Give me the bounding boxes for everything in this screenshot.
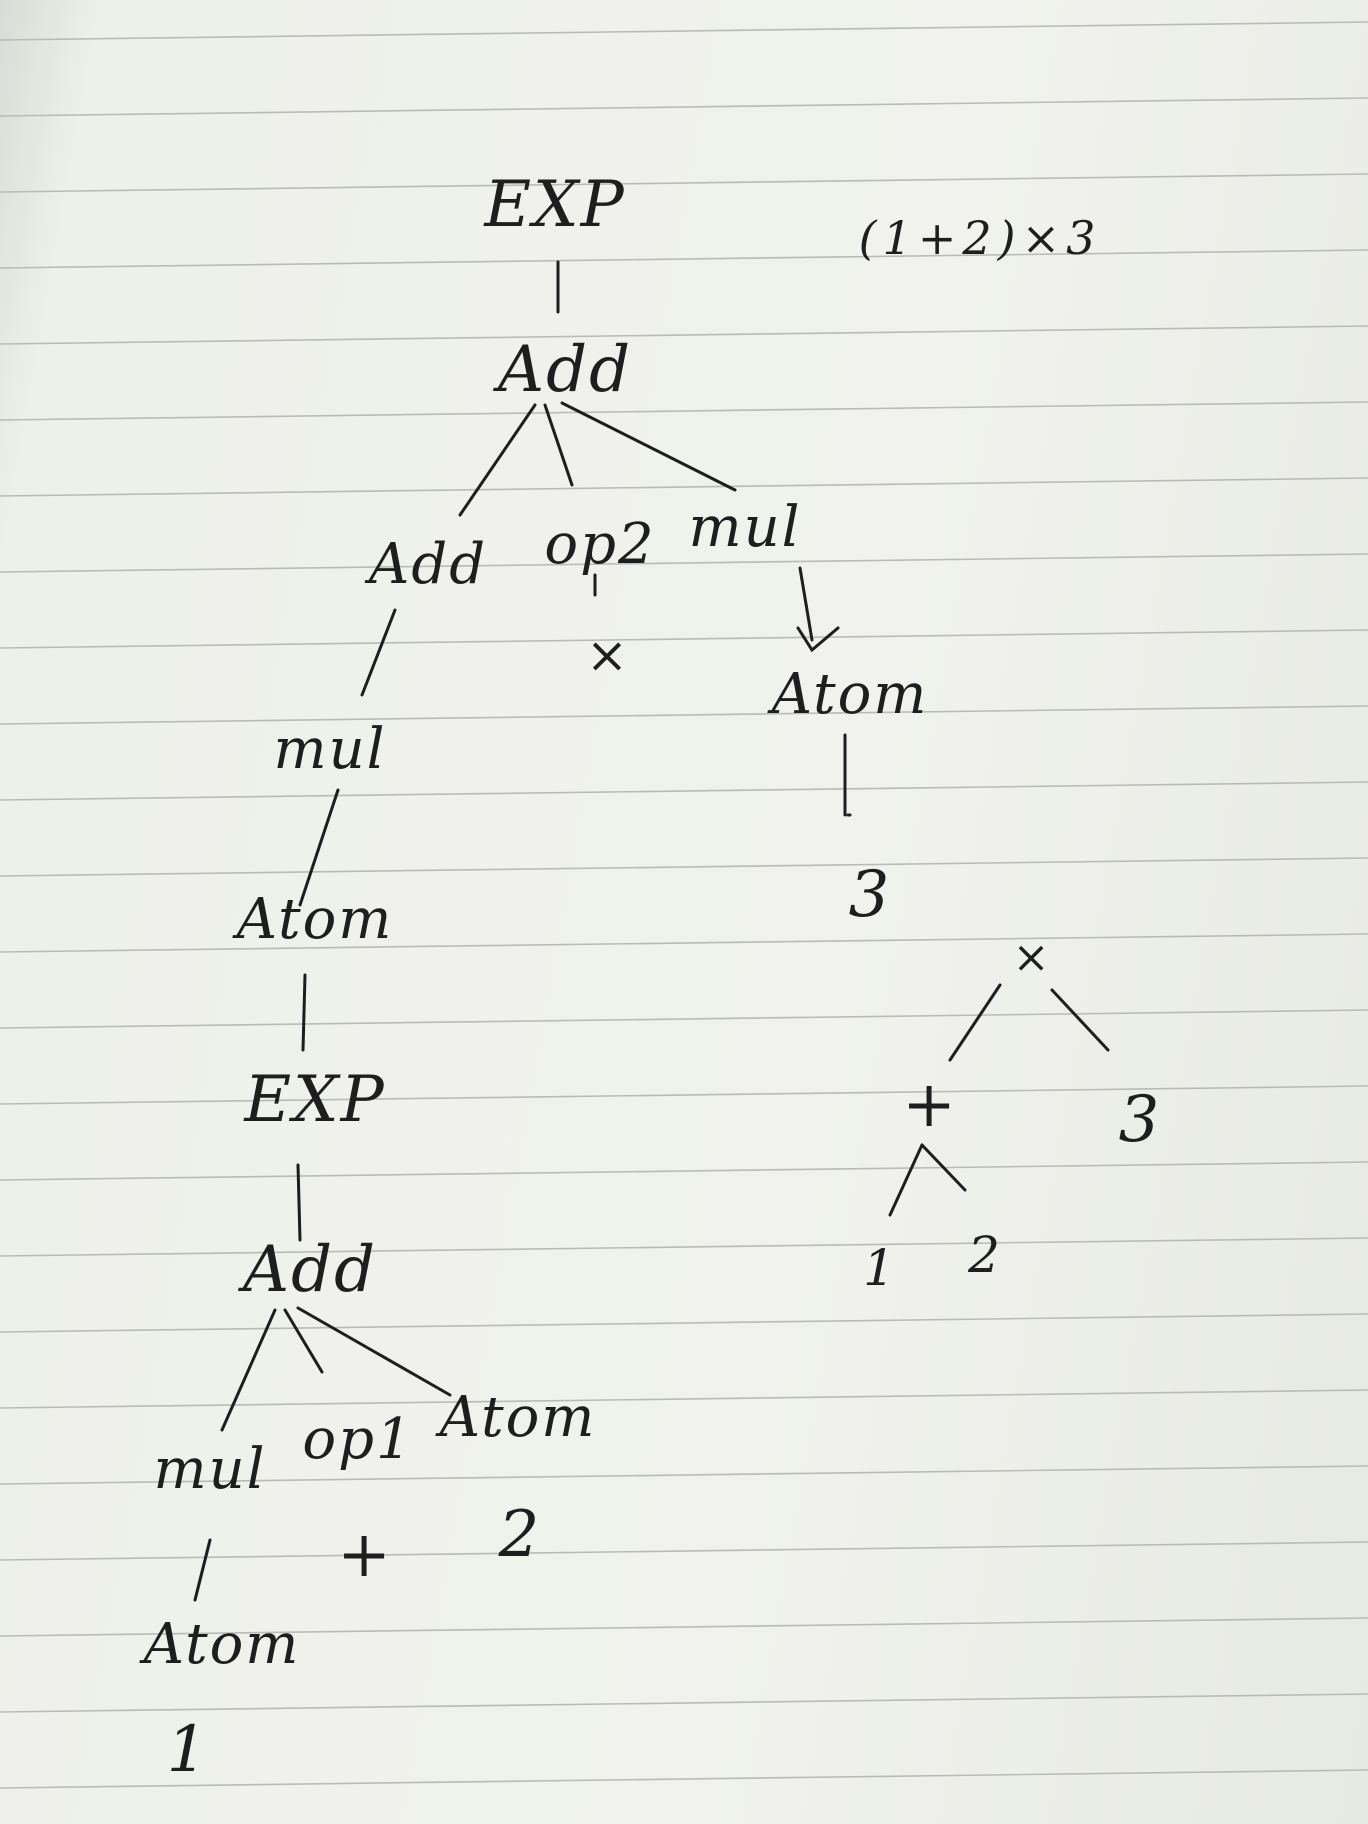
node-add: Add [368,532,488,597]
rule-line [0,249,1368,269]
tree-edge [360,608,397,697]
node-op1: op1 [302,1407,414,1472]
ast-three: 3 [1118,1083,1162,1157]
rule-line [0,1009,1368,1029]
node-root-exp: EXP [484,168,626,242]
node-mul-left: mul [273,717,387,782]
arrow-head [796,626,840,653]
rule-line [0,629,1368,649]
rule-line [0,1541,1368,1561]
rule-line [0,1313,1368,1333]
rule-line [0,1161,1368,1181]
tree-edge [920,1143,967,1192]
rule-line [0,1465,1368,1485]
ast-plus: + [902,1068,958,1142]
rule-line [0,857,1368,877]
ast-times: × [1012,932,1052,983]
node-bottom-atom: Atom [143,1612,301,1677]
rule-line [0,477,1368,497]
rule-line [0,1389,1368,1409]
ast-one: 1 [863,1239,897,1297]
rule-line [0,781,1368,801]
rule-line [0,1617,1368,1637]
node-inner-mul: mul [153,1437,267,1502]
node-plus: + [337,1518,393,1592]
tree-edge [301,973,307,1052]
node-inner-exp: EXP [244,1063,386,1137]
tree-edge [888,1143,924,1217]
rule-line [0,325,1368,345]
rule-line [0,553,1368,573]
tree-edge [296,1306,452,1397]
rule-line [0,1237,1368,1257]
node-times: × [586,626,630,684]
node-two: 2 [498,1498,542,1572]
node-atom-left: Atom [236,887,394,952]
tree-edge [948,983,1002,1062]
rule-line [0,1085,1368,1105]
rule-line [0,173,1368,193]
node-root-add: Add [497,333,633,407]
tree-edge [560,401,737,492]
tree-edge [296,1163,302,1242]
tree-edge [543,403,574,487]
node-three: 3 [848,858,892,932]
node-inner-atom: Atom [439,1385,597,1450]
node-op2: op2 [544,512,656,577]
rule-line [0,933,1368,953]
node-inner-add: Add [242,1233,378,1307]
tree-edge [193,1538,212,1602]
tree-edge [1050,988,1110,1052]
tree-edge [283,1308,324,1374]
rule-line [0,1769,1368,1789]
rule-line [0,401,1368,421]
tree-edge [798,566,814,642]
tree-edge [458,403,537,517]
rule-line [0,97,1368,117]
tree-edge [220,1308,277,1432]
rule-line [0,1693,1368,1713]
tree-edge [298,788,340,907]
rule-line [0,21,1368,41]
node-atom-right: Atom [771,662,929,727]
node-one: 1 [166,1713,210,1787]
ast-two: 2 [968,1226,1002,1284]
node-mul-right: mul [688,495,802,560]
rule-line [0,705,1368,725]
expression-title: (1+2)×3 [858,211,1102,265]
